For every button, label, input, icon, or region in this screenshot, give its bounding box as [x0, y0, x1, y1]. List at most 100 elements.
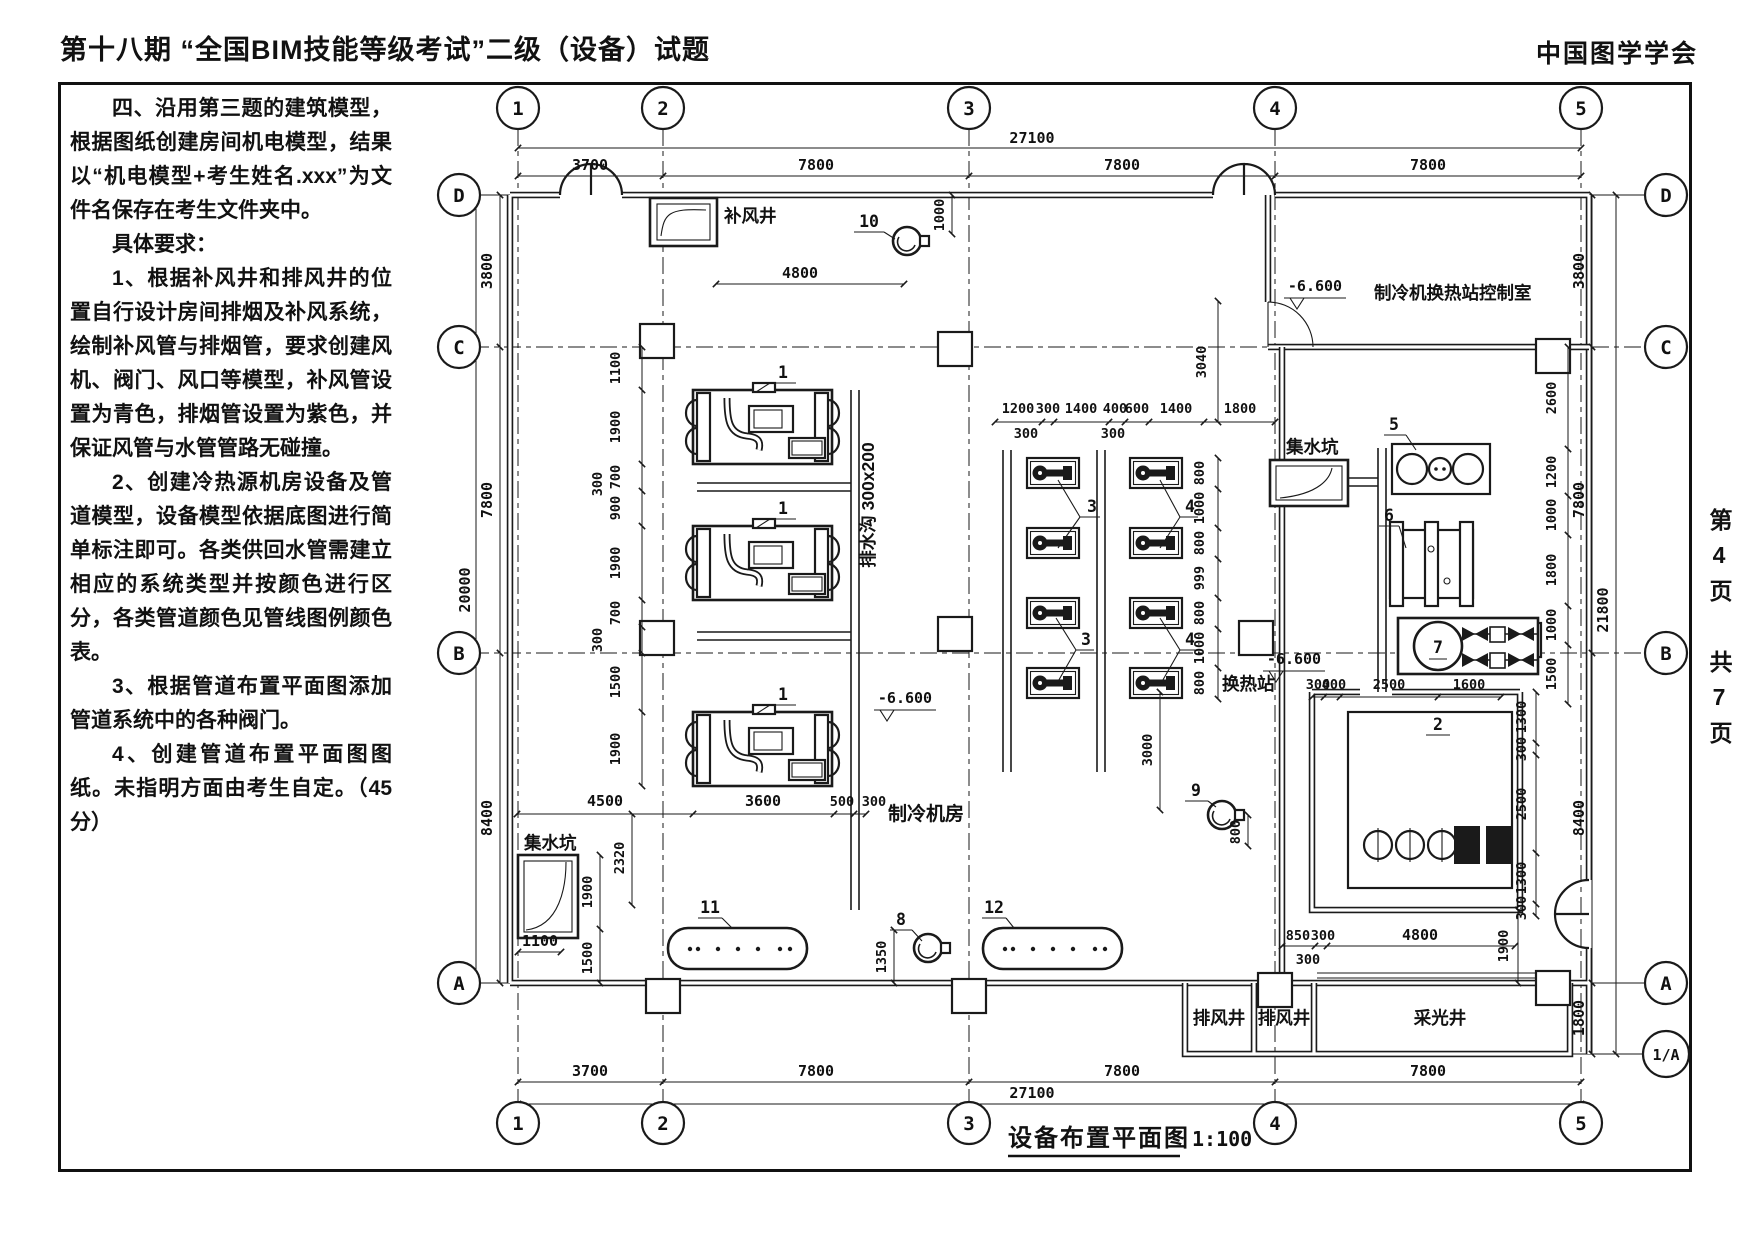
dim-label: 800	[1192, 601, 1208, 625]
daylight-well-label: 采光井	[1413, 1008, 1467, 1028]
pump-3	[1025, 526, 1081, 560]
dim-label: 700	[608, 601, 624, 625]
dim-label: 900	[608, 496, 624, 520]
daylight-window-band	[1317, 972, 1557, 979]
dim-label: 2500	[1514, 788, 1530, 821]
dim-label: 2320	[612, 842, 628, 875]
grid-label: C	[453, 337, 464, 359]
equipment-tag: 3	[1087, 497, 1097, 516]
dim-label: 1100	[608, 352, 624, 385]
dim-label: 1900	[608, 547, 624, 580]
drawing-title-block: 设备布置平面图 1:100	[1008, 1124, 1252, 1158]
dim-label: 7800	[1410, 156, 1446, 174]
elevation-markers: -6.600 -6.600 -6.600	[873, 277, 1347, 722]
chiller-room-label: 制冷机房	[888, 802, 964, 825]
exam-title: 第十八期 “全国BIM技能等级考试”二级（设备）试题	[60, 35, 710, 65]
dim-label: 300	[1311, 928, 1335, 944]
elevation-label: -6.600	[1288, 277, 1342, 295]
dim-label: 400	[1103, 401, 1127, 417]
instruction-paragraph: 3、根据管道布置平面图添加管道系统中的各种阀门。	[70, 675, 392, 733]
dim-label: 1300	[1514, 862, 1530, 895]
sump-pit-right	[1268, 458, 1350, 508]
dim-label: 1000	[1544, 499, 1560, 532]
grid-label: 3	[963, 1113, 974, 1135]
equipment-tag: 9	[1191, 781, 1201, 800]
equipment-5	[1390, 442, 1492, 496]
dim-label: 21800	[1594, 587, 1612, 632]
grid-label: A	[1660, 973, 1672, 995]
dim-label: 8400	[1570, 800, 1588, 836]
dim-label: 300	[1101, 426, 1125, 442]
equipment-tag: 1	[778, 363, 788, 382]
instruction-paragraph: 具体要求：	[112, 233, 217, 257]
page-number-note: 第4页 共7页	[1706, 508, 1732, 755]
elevation-label: -6.600	[878, 689, 932, 707]
dim-label: 2600	[1544, 382, 1560, 415]
dim-label: 999	[1192, 566, 1208, 590]
dim-label: 300	[1306, 677, 1330, 693]
dimension-lines	[472, 144, 1620, 1108]
double-door-top-right	[1211, 162, 1277, 196]
dim-label: 1500	[608, 666, 624, 699]
right-wall-door	[1553, 878, 1590, 950]
dim-label: 1800	[1570, 1000, 1588, 1036]
equipment-tag: 4	[1185, 630, 1195, 649]
dim-label: 4800	[782, 264, 818, 282]
dim-label: 1300	[1514, 701, 1530, 734]
instruction-paragraph: 2、创建冷热源机房设备及管道模型，设备模型依据底图进行简单标注即可。各类供回水管…	[70, 471, 392, 665]
dim-label: 1900	[1496, 930, 1512, 963]
grid-label: A	[453, 973, 465, 995]
dim-label: 1400	[1160, 401, 1193, 417]
grid-label: D	[1660, 185, 1671, 207]
grid-label: 1	[512, 1113, 523, 1135]
dim-label: 500	[830, 794, 854, 810]
structural-columns	[638, 322, 1572, 1015]
grid-label: 5	[1575, 1113, 1586, 1135]
dim-label: 27100	[1009, 1084, 1054, 1102]
dim-label: 300	[1296, 952, 1320, 968]
dim-label: 300	[862, 794, 886, 810]
dim-label: 1000	[1544, 609, 1560, 642]
elevation-label: -6.600	[1267, 650, 1321, 668]
dim-label: 800	[1228, 820, 1244, 844]
dimension-labels: 3700 7800 7800 7800 27100 3700 7800 7800…	[522, 129, 1485, 1102]
grid-label: 2	[657, 1113, 668, 1135]
pump-4	[1128, 526, 1184, 560]
dim-label: 400	[1322, 677, 1346, 693]
control-room-label: 制冷机换热站控制室	[1374, 283, 1532, 303]
dim-label: 300	[590, 628, 606, 652]
grid-label: 3	[963, 98, 974, 120]
instruction-paragraph: 四、沿用第三题的建筑模型，根据图纸创建房间机电模型，结果以“机电模型+考生姓名.…	[70, 97, 392, 223]
equipment-tag: 2	[1433, 715, 1443, 734]
dim-label: 850	[1286, 928, 1310, 944]
pump-3	[1025, 666, 1081, 700]
dim-label: 300	[590, 472, 606, 496]
hx-station-label: 换热站	[1222, 674, 1275, 694]
sump-label: 集水坑	[523, 833, 577, 853]
dim-label: 7800	[798, 1062, 834, 1080]
grid-label: 1/A	[1652, 1046, 1679, 1064]
grid-label: 4	[1269, 1113, 1280, 1135]
grid-lines	[472, 129, 1645, 1102]
hx-pipes	[1348, 448, 1387, 692]
grid-bubbles: 1 2 3 4 5 1 2 3 4 5 D C B A D C B A 1/A	[436, 85, 1691, 1146]
dim-label: 800	[1192, 531, 1208, 555]
dim-label: 4500	[587, 792, 623, 810]
sump-label: 集水坑	[1285, 437, 1339, 457]
equipment-tag: 3	[1081, 630, 1091, 649]
sheet-border	[58, 82, 1692, 1172]
dim-label: 1200	[1002, 401, 1035, 417]
dim-label: 1500	[580, 942, 596, 975]
tank-12	[981, 926, 1124, 971]
dim-label: 800	[1192, 671, 1208, 695]
control-room-door	[1267, 301, 1314, 348]
dim-label: 7800	[798, 156, 834, 174]
dim-label: 7800	[478, 482, 496, 518]
dim-label: 1600	[1453, 677, 1486, 693]
dim-label: 1900	[608, 411, 624, 444]
equipment-tag: 10	[859, 212, 879, 231]
equipment-tag: 12	[984, 898, 1004, 917]
dim-label: 27100	[1009, 129, 1054, 147]
dim-label: 800	[1192, 461, 1208, 485]
dim-label: 1500	[1544, 658, 1560, 691]
